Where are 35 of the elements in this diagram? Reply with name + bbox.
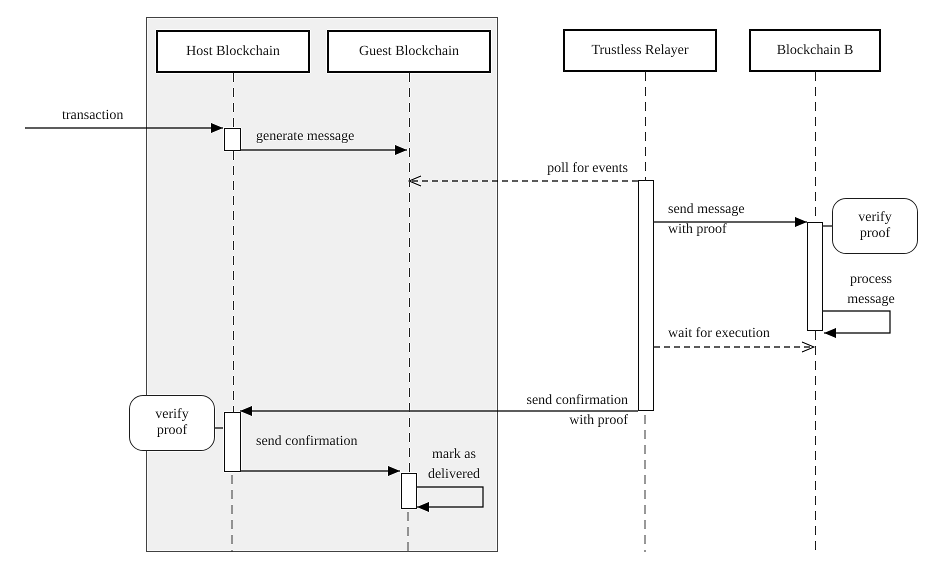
message-arrow	[654, 342, 814, 352]
message-arrow	[240, 466, 400, 476]
message-arrow	[823, 310, 891, 338]
lifeline	[232, 151, 234, 412]
message-label: send message with proof	[668, 201, 746, 239]
activation-bar	[401, 473, 417, 509]
participant-box: Trustless Relayer	[563, 29, 717, 72]
lifeline	[408, 73, 410, 473]
note-box: verify proof	[832, 198, 918, 254]
message-label: generate message	[256, 128, 356, 146]
participant-box: Guest Blockchain	[327, 30, 491, 73]
message-label: send confirmation with proof	[526, 392, 628, 430]
message-label: send confirmation	[256, 433, 358, 451]
participant-box: Blockchain B	[749, 29, 881, 72]
boundary-region	[146, 17, 498, 552]
message-arrow	[240, 406, 638, 416]
lifeline	[644, 72, 646, 180]
message-label: transaction	[62, 107, 124, 125]
message-arrow	[25, 123, 223, 133]
activation-bar	[224, 412, 241, 472]
message-arrow	[408, 176, 638, 186]
activation-bar	[807, 222, 823, 331]
message-label: poll for events	[546, 160, 628, 178]
message-label: process message	[846, 271, 896, 309]
lifeline	[814, 331, 816, 552]
participant-box: Host Blockchain	[156, 30, 310, 73]
activation-bar	[638, 180, 654, 411]
message-arrow	[416, 486, 484, 512]
activation-bar	[224, 128, 241, 151]
message-label: wait for execution	[668, 325, 771, 343]
note-box: verify proof	[129, 395, 215, 451]
message-arrow	[240, 145, 407, 155]
lifeline	[232, 73, 234, 128]
message-label: mark as delivered	[426, 446, 482, 484]
message-arrow	[654, 217, 807, 227]
